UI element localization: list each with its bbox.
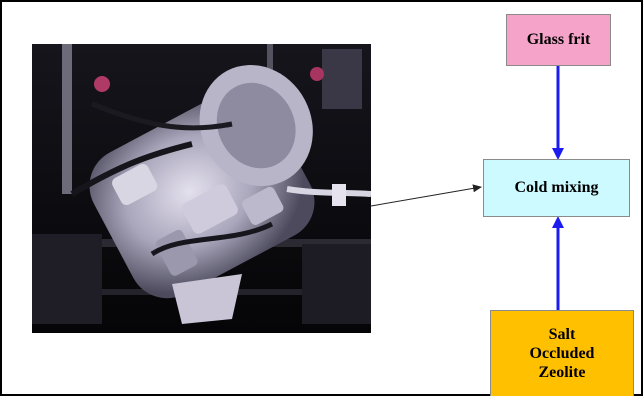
cold-mixing-label: Cold mixing — [514, 179, 599, 197]
glass-frit-label: Glass frit — [526, 31, 591, 49]
salt-label: Salt — [548, 325, 576, 343]
machinery-photo — [32, 44, 371, 333]
occluded-label: Occluded — [529, 344, 595, 362]
zeolite-label: Zeolite — [538, 364, 586, 382]
arrow-photo-to-mixing — [370, 184, 482, 207]
machinery-illustration — [32, 44, 371, 333]
cold-mixing-box: Cold mixing — [483, 159, 630, 217]
glass-frit-box: Glass frit — [506, 14, 611, 66]
salt-occluded-zeolite-box: Salt Occluded Zeolite — [490, 310, 634, 396]
